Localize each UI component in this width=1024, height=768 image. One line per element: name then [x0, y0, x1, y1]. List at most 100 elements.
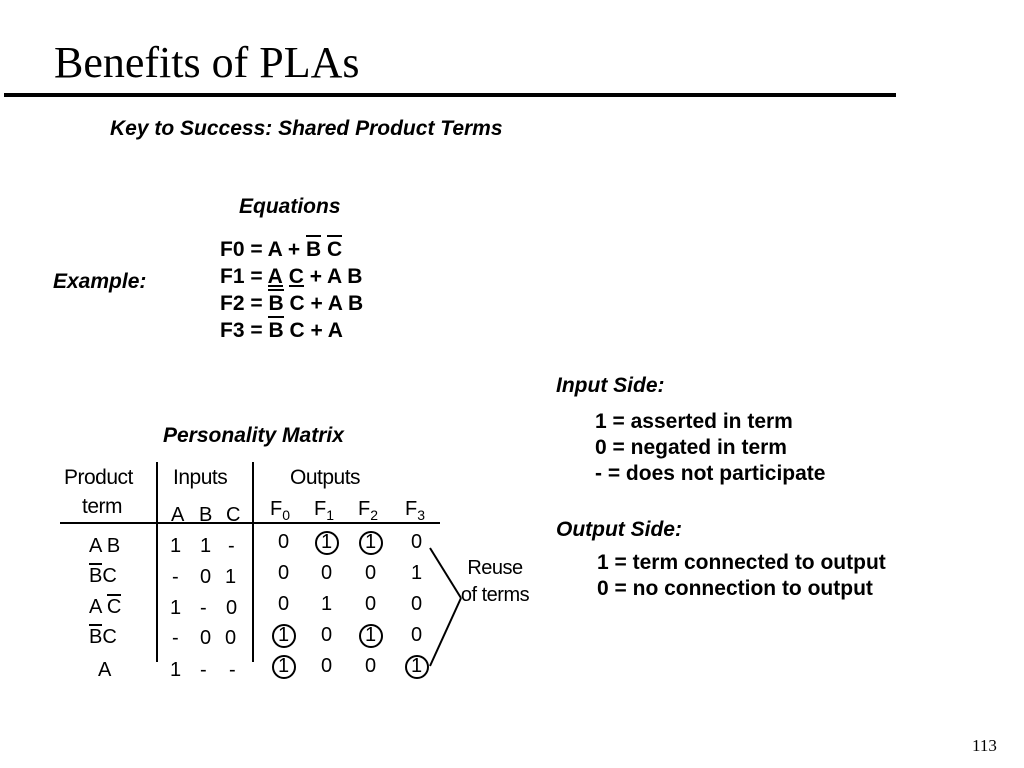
- matrix-cell: 0: [365, 593, 377, 615]
- literal: C: [288, 265, 304, 288]
- matrix-cell: -: [229, 659, 236, 681]
- header-divider: [60, 522, 440, 524]
- column-divider-outputs: [252, 462, 254, 662]
- literal: B: [89, 624, 103, 648]
- matrix-cell: 1: [200, 535, 212, 557]
- slide-number: 113: [972, 736, 997, 755]
- title-underline: [4, 93, 896, 97]
- matrix-cell: -: [200, 659, 207, 681]
- literal: A: [267, 265, 283, 288]
- complement-bar: [267, 285, 283, 287]
- product-term-header-line2: term: [82, 495, 123, 518]
- matrix-cell: 0: [200, 627, 212, 649]
- complement-bar: [89, 563, 103, 565]
- operator: +: [304, 319, 328, 342]
- column-divider-inputs: [156, 462, 158, 662]
- slide-subtitle: Key to Success: Shared Product Terms: [110, 117, 503, 140]
- matrix-cell: 0: [411, 624, 423, 646]
- pointer-line: [429, 597, 462, 667]
- matrix-cell: -: [200, 597, 207, 619]
- equation-lhs: F0 =: [220, 238, 268, 261]
- literal: B: [89, 563, 103, 587]
- matrix-cell: 1: [170, 597, 182, 619]
- literal: A: [327, 292, 343, 315]
- literal: B: [347, 265, 363, 288]
- matrix-cell: 0: [365, 562, 377, 584]
- equation-f3: F3 = B C + A: [220, 316, 343, 343]
- matrix-cell: 1: [365, 624, 377, 646]
- output-side-heading: Output Side:: [556, 518, 682, 541]
- input-side-line: 0 = negated in term: [595, 436, 787, 459]
- matrix-cell: 1: [170, 535, 182, 557]
- product-term-a: A: [98, 659, 112, 681]
- literal: B: [268, 289, 284, 315]
- literal: B: [348, 292, 364, 315]
- output-name-f2: F2: [358, 498, 379, 523]
- output-side-line: 0 = no connection to output: [597, 577, 873, 600]
- output-name-f0: F0: [270, 498, 291, 523]
- equation-lhs: F3 =: [220, 319, 269, 342]
- equation-f2: F2 = B C + A B: [220, 289, 364, 316]
- pointer-line: [429, 547, 462, 599]
- matrix-cell: 0: [278, 593, 290, 615]
- matrix-cell: 1: [278, 624, 290, 646]
- matrix-cell: 1: [278, 655, 290, 677]
- matrix-cell: 0: [321, 624, 333, 646]
- input-side-line: 1 = asserted in term: [595, 410, 793, 433]
- product-term-header-line1: Product: [64, 466, 133, 489]
- complement-bar: [106, 594, 122, 596]
- equation-f1: F1 = A C + A B: [220, 265, 362, 289]
- matrix-cell: 1: [411, 562, 423, 584]
- complement-bar: [306, 235, 322, 237]
- input-name-a: A: [171, 504, 185, 526]
- matrix-cell: 1: [321, 531, 333, 553]
- complement-bar: [327, 235, 343, 237]
- matrix-cell: 1: [411, 655, 423, 677]
- matrix-cell: 1: [225, 566, 237, 588]
- matrix-cell: 1: [321, 593, 333, 615]
- matrix-cell: 0: [321, 655, 333, 677]
- matrix-cell: 0: [321, 562, 333, 584]
- complement-bar: [89, 624, 103, 626]
- output-name-f3: F3: [405, 498, 426, 523]
- literal: C: [327, 235, 343, 261]
- matrix-cell: 0: [225, 627, 237, 649]
- input-name-c: C: [226, 504, 241, 526]
- input-side-line: - = does not participate: [595, 462, 826, 485]
- operator: +: [304, 292, 328, 315]
- literal: A: [327, 319, 343, 342]
- matrix-cell: 0: [226, 597, 238, 619]
- equations-heading: Equations: [239, 195, 341, 218]
- slide-title: Benefits of PLAs: [54, 38, 360, 87]
- equation-f0: F0 = A + B C: [220, 235, 343, 262]
- literal: A: [267, 238, 283, 261]
- equation-lhs: F2 =: [220, 292, 269, 315]
- literal: A: [327, 265, 342, 288]
- equation-lhs: F1 =: [220, 265, 268, 288]
- inputs-header: Inputs: [173, 466, 228, 489]
- output-name-f1: F1: [314, 498, 335, 523]
- matrix-cell: -: [172, 566, 179, 588]
- output-side-line: 1 = term connected to output: [597, 551, 886, 574]
- literal: C: [289, 319, 305, 342]
- complement-bar: [268, 289, 284, 291]
- product-term-ab: A B: [89, 535, 121, 557]
- input-name-b: B: [199, 504, 213, 526]
- outputs-header: Outputs: [290, 466, 361, 489]
- complement-bar: [268, 316, 284, 318]
- matrix-cell: 0: [365, 655, 377, 677]
- literal: C: [106, 594, 122, 618]
- matrix-cell: 0: [411, 593, 423, 615]
- matrix-cell: -: [228, 535, 235, 557]
- product-term-anc: A C: [89, 594, 122, 618]
- reuse-label: Reuse of terms: [460, 557, 530, 606]
- matrix-cell: 0: [200, 566, 212, 588]
- operator: +: [303, 265, 328, 288]
- literal: B: [306, 235, 322, 261]
- literal: C: [289, 292, 305, 315]
- matrix-cell: 0: [278, 562, 290, 584]
- matrix-cell: 1: [365, 531, 377, 553]
